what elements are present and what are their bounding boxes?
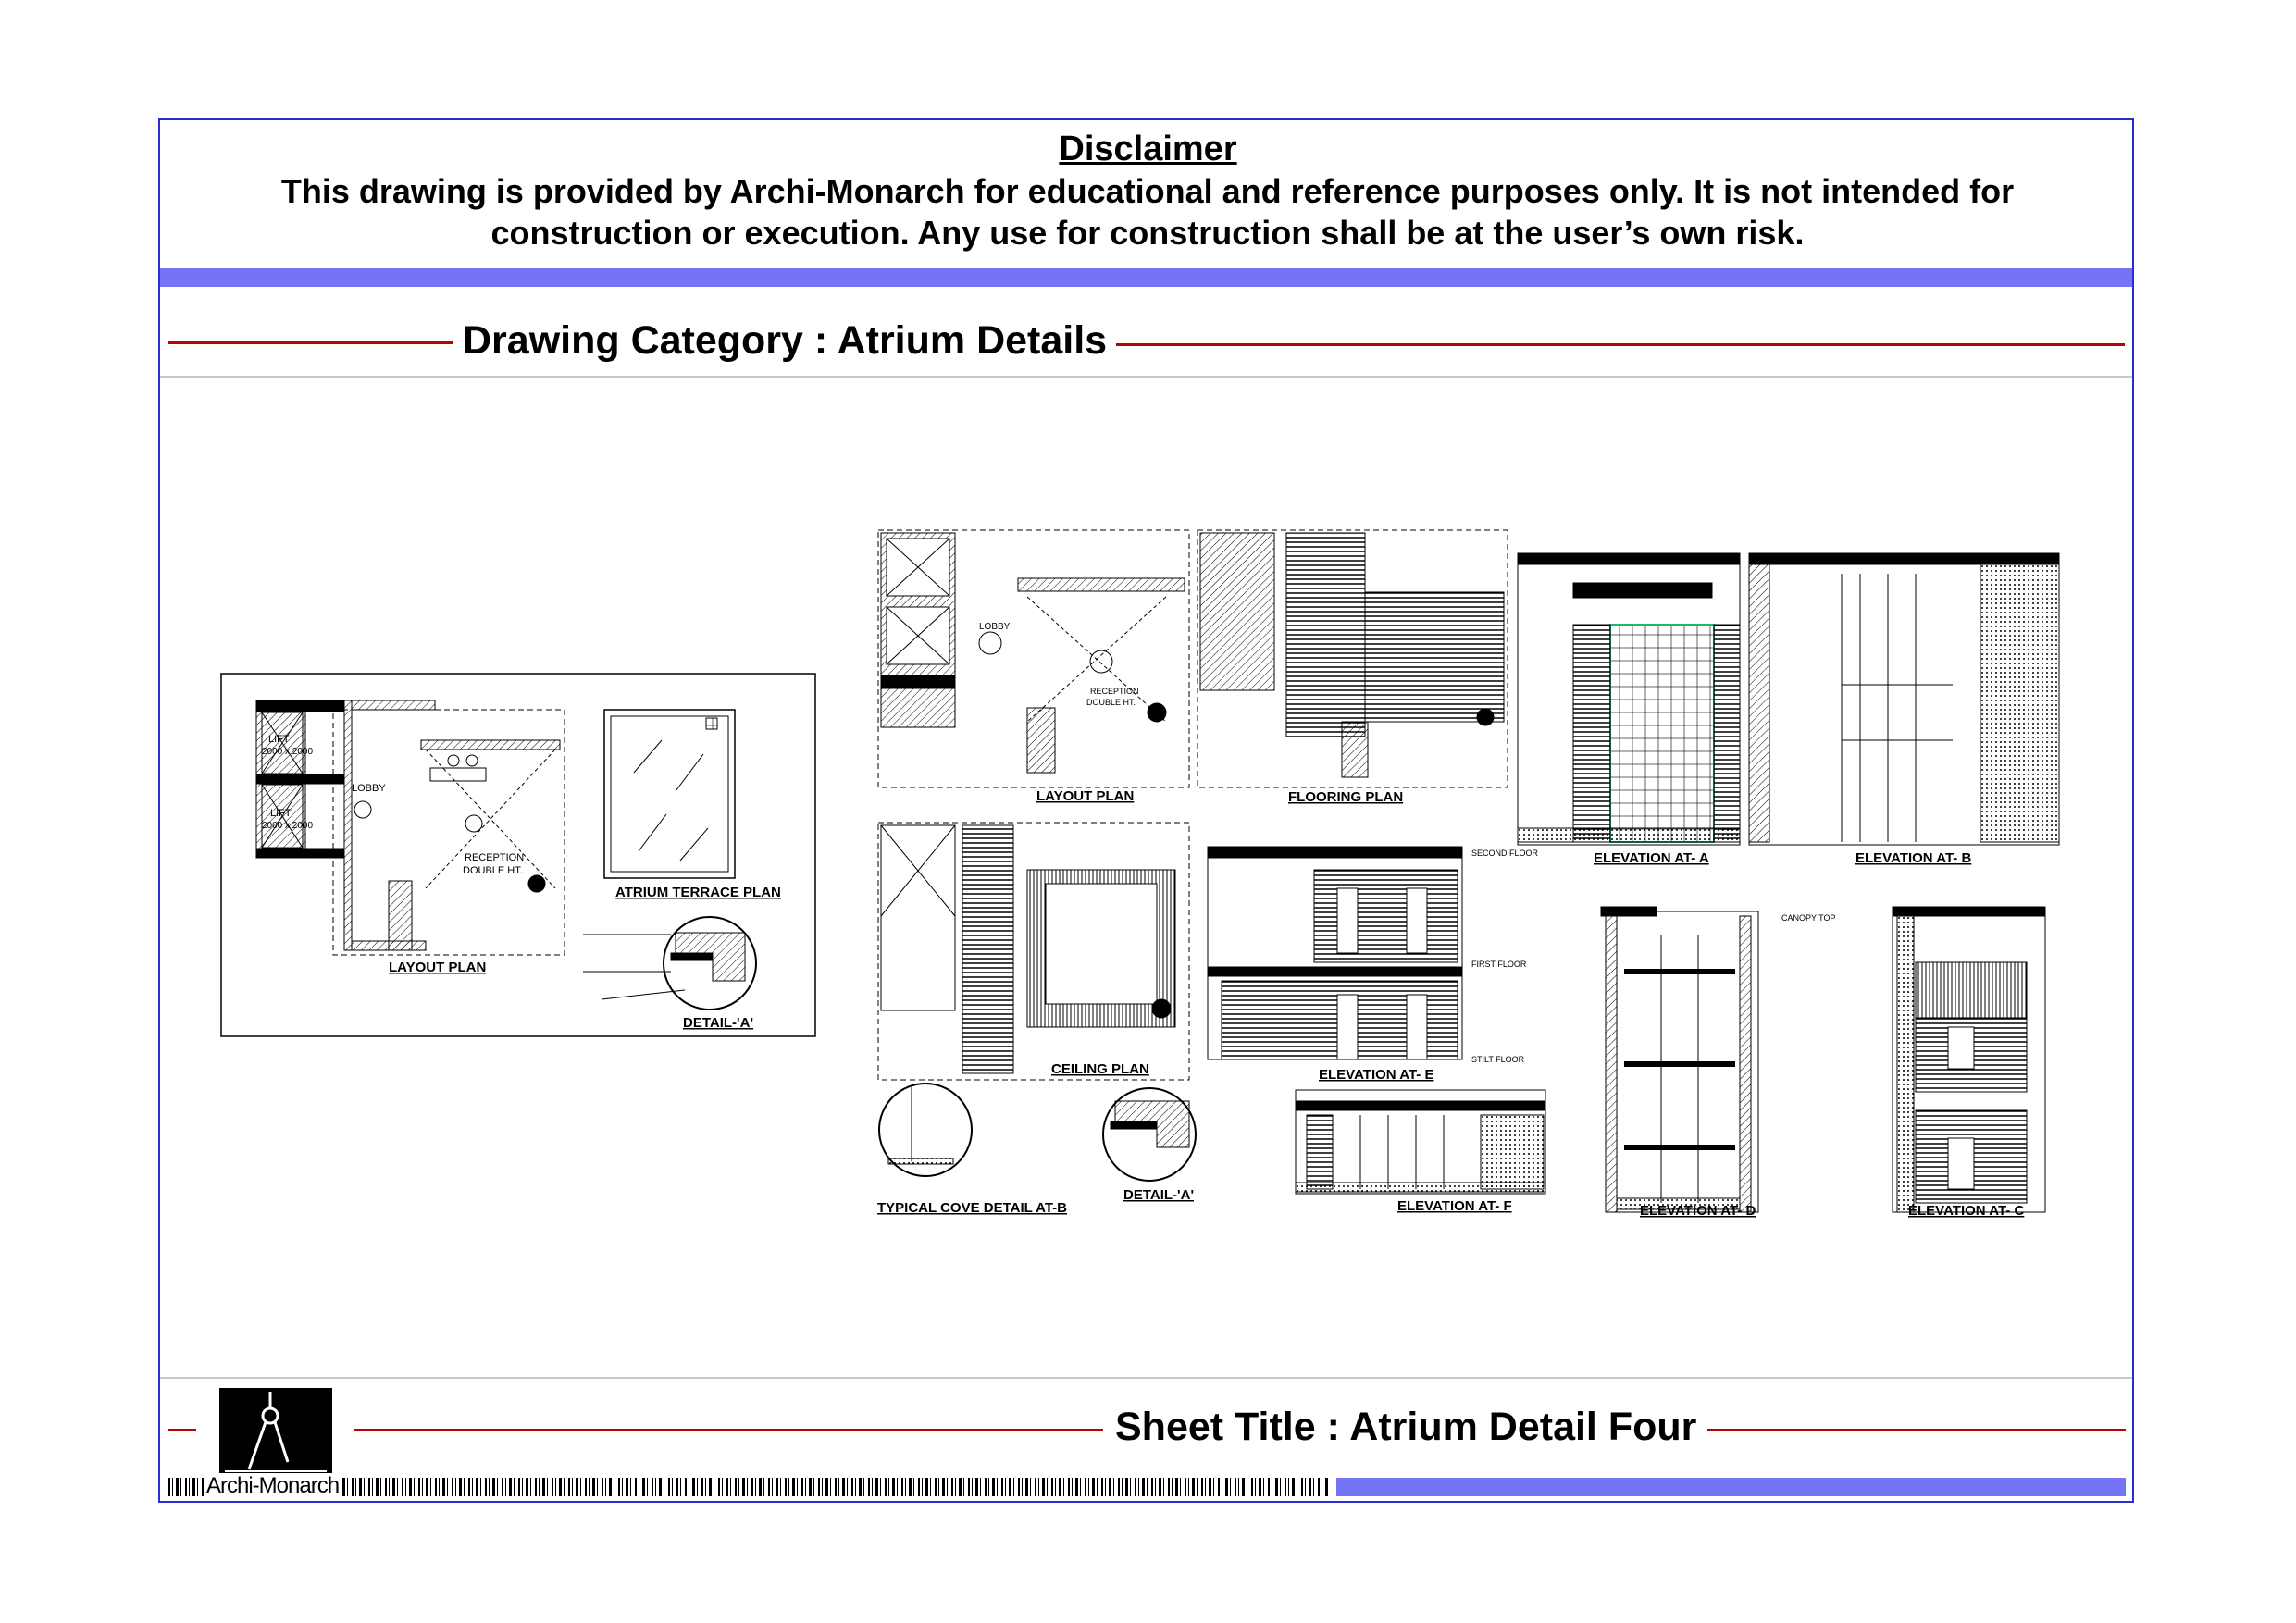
layout-plan-drawing [255, 700, 565, 956]
sheet-title: Sheet Title : Atrium Detail Four [1115, 1405, 1697, 1449]
header-divider [160, 376, 2132, 378]
detail-a-title: DETAIL-'A' [683, 1015, 753, 1031]
left-drawing-sheet: LIFT 2000 x 2000 LIFT 2000 x 2000 LOBBY … [220, 673, 816, 1037]
elevation-b-title: ELEVATION AT- B [1855, 850, 1971, 866]
double-height-label-2: DOUBLE HT. [1086, 698, 1136, 707]
footer-band [1336, 1478, 2126, 1496]
double-height-label: DOUBLE HT. [463, 865, 523, 876]
lift-size-2: 2000 x 2000 [262, 821, 313, 831]
flooring-plan-title: FLOORING PLAN [1288, 789, 1403, 805]
layout-plan-title: LAYOUT PLAN [389, 960, 486, 975]
header-band [160, 268, 2132, 287]
ceiling-plan-drawing [877, 822, 1190, 1081]
category-rule-right [1116, 343, 2125, 346]
sheet-frame [158, 118, 2134, 1503]
lift-label: LIFT [268, 734, 290, 745]
layout-plan-2-drawing [877, 529, 1190, 788]
elevation-c-drawing [1892, 906, 2046, 1213]
barcode-strip [168, 1478, 1330, 1496]
stilt-floor-level: STILT FLOOR [1471, 1055, 1525, 1064]
elevation-a-title: ELEVATION AT- A [1594, 850, 1709, 866]
detail-a-2-drawing [1102, 1087, 1197, 1182]
first-floor-level: FIRST FLOOR [1471, 960, 1527, 969]
atrium-terrace-plan-title: ATRIUM TERRACE PLAN [615, 885, 781, 900]
elevation-e-title: ELEVATION AT- E [1319, 1067, 1433, 1083]
detail-a-2-title: DETAIL-'A' [1123, 1187, 1194, 1203]
right-drawing-sheet: LAYOUT PLAN LOBBY RECEPTION DOUBLE HT. F… [877, 529, 2060, 1219]
footer-rule-short [168, 1429, 196, 1431]
disclaimer-line-1: This drawing is provided by Archi-Monarc… [280, 172, 2015, 210]
category-rule-left [168, 341, 453, 344]
reception-label-2: RECEPTION [1090, 687, 1139, 696]
flooring-plan-drawing [1197, 529, 1508, 788]
lobby-label-2: LOBBY [979, 622, 1011, 632]
drawing-category: Drawing Category : Atrium Details [463, 318, 1108, 363]
footer-rule-right [1707, 1429, 2126, 1431]
elevation-a-drawing [1517, 552, 1741, 846]
footer-divider [160, 1377, 2132, 1379]
cove-detail-drawing [878, 1083, 973, 1177]
lift-label-2: LIFT [270, 808, 292, 819]
disclaimer-title: Disclaimer [1059, 130, 1237, 168]
elevation-e-drawing [1207, 846, 1463, 1060]
atrium-terrace-drawing [603, 709, 736, 879]
cove-detail-title: TYPICAL COVE DETAIL AT-B [877, 1200, 1067, 1216]
elevation-f-title: ELEVATION AT- F [1397, 1198, 1512, 1214]
detail-a-drawing [583, 916, 757, 1010]
canopy-top-level: CANOPY TOP [1781, 913, 1836, 923]
ceiling-plan-title: CEILING PLAN [1051, 1061, 1149, 1077]
second-floor-level: SECOND FLOOR [1471, 849, 1539, 858]
elevation-b-drawing [1748, 552, 2060, 846]
archi-monarch-logo [219, 1388, 332, 1477]
layout-plan-2-title: LAYOUT PLAN [1036, 788, 1134, 804]
elevation-f-drawing [1295, 1089, 1546, 1195]
elevation-d-drawing [1600, 906, 1759, 1213]
brand-name: Archi-Monarch [205, 1473, 341, 1499]
disclaimer-text: This drawing is provided by Archi-Monarc… [222, 170, 2073, 254]
footer-rule-mid [354, 1429, 1103, 1431]
lift-size: 2000 x 2000 [262, 747, 313, 757]
elevation-d-title: ELEVATION AT- D [1640, 1203, 1756, 1219]
lobby-label: LOBBY [352, 783, 386, 794]
compass-icon [225, 1392, 327, 1472]
disclaimer-line-2: construction or execution. Any use for c… [490, 214, 1805, 252]
elevation-c-title: ELEVATION AT- C [1908, 1203, 2024, 1219]
reception-label: RECEPTION [465, 852, 524, 863]
